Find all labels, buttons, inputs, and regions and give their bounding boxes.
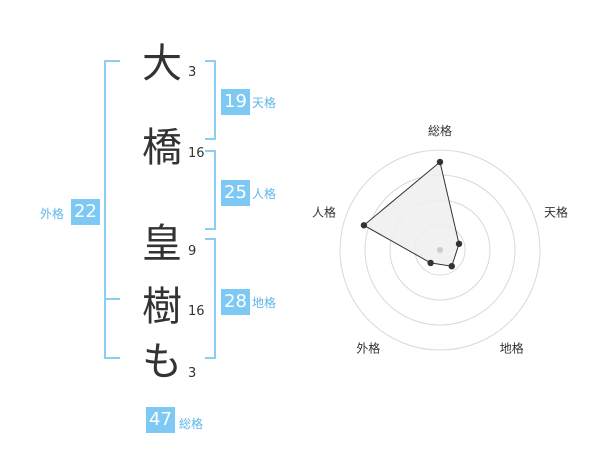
radar-center-dot <box>437 247 443 253</box>
name-char-5: も <box>142 339 182 385</box>
name-char-1: 大 <box>142 41 182 87</box>
chikaku-label: 地格 <box>252 296 277 310</box>
radar-point-1 <box>436 158 444 166</box>
radar-ring-4 <box>339 149 541 351</box>
stroke-count-5: 3 <box>188 366 197 381</box>
radar-axis-label-2: 天格 <box>544 204 568 219</box>
radar-axis-label-5: 人格 <box>312 204 336 219</box>
soukaku-label: 総格 <box>179 417 204 431</box>
radar-axis-label-3: 地格 <box>500 341 524 356</box>
jinkaku-bracket <box>205 150 216 230</box>
stroke-count-4: 16 <box>188 304 205 319</box>
radar-axis-label-4: 外格 <box>356 341 380 356</box>
gaikaku-bracket <box>104 60 120 359</box>
tenkaku-label: 天格 <box>252 96 277 110</box>
name-char-3: 皇 <box>142 221 182 267</box>
stroke-count-3: 9 <box>188 244 197 259</box>
gaikaku-value-badge: 22 <box>71 199 100 225</box>
chikaku-bracket <box>205 238 216 359</box>
stroke-count-2: 16 <box>188 146 205 161</box>
jinkaku-label: 人格 <box>252 187 277 201</box>
radar-point-2 <box>455 240 463 248</box>
stroke-count-1: 3 <box>188 65 197 80</box>
radar-point-5 <box>360 222 368 229</box>
gaikaku-label: 外格 <box>40 207 65 221</box>
chikaku-value-badge: 28 <box>221 289 250 315</box>
radar-point-4 <box>427 259 434 267</box>
tenkaku-value-badge: 19 <box>221 89 250 115</box>
radar-series-area <box>363 161 460 267</box>
name-char-2: 橋 <box>142 125 182 171</box>
radar-axis-label-1: 総格 <box>428 123 452 138</box>
radar-point-3 <box>448 262 455 270</box>
soukaku-value-badge: 47 <box>146 407 175 433</box>
name-char-4: 樹 <box>142 284 182 330</box>
jinkaku-value-badge: 25 <box>221 180 250 206</box>
tenkaku-bracket <box>205 60 216 140</box>
